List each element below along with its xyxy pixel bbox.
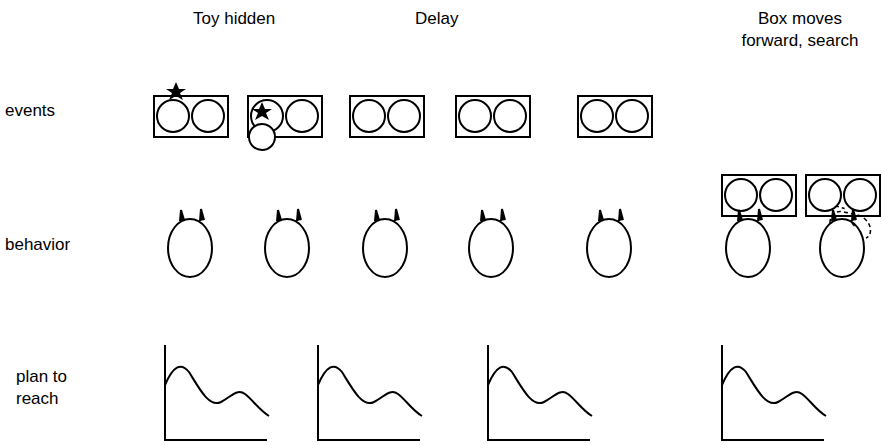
row-label: behavior bbox=[5, 234, 105, 256]
row-label: plan to reach bbox=[16, 366, 88, 410]
row-label: events bbox=[5, 100, 105, 122]
infant-figures bbox=[168, 206, 871, 277]
stage-heading: Box moves forward, search bbox=[733, 8, 867, 52]
box-events bbox=[154, 82, 880, 216]
stage-heading: Toy hidden bbox=[193, 8, 323, 30]
stage-heading: Delay bbox=[415, 8, 505, 30]
activation-graphs bbox=[165, 345, 826, 440]
